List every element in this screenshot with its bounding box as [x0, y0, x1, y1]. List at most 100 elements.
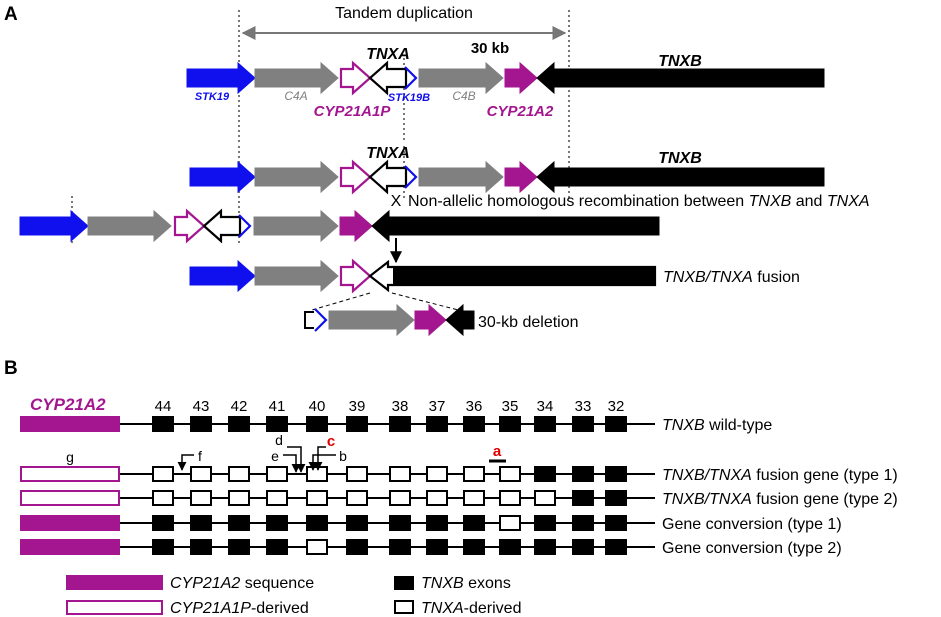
- cyp21a2-block: [20, 539, 120, 555]
- tnxb-exon: [306, 416, 328, 432]
- tnxb-exon: [499, 416, 521, 432]
- cyp21a1p-arrow: [339, 60, 372, 96]
- marker-f: f: [198, 448, 202, 464]
- cyp21a1p-arrow: [339, 258, 372, 294]
- tnxa-exon: [228, 490, 250, 506]
- tnxa-label: TNXA: [366, 46, 410, 63]
- tnxb-exon: [572, 416, 594, 432]
- stk19-arrow: [189, 259, 256, 293]
- tnxb-exon: [572, 466, 594, 482]
- tnxb-exon: [266, 416, 288, 432]
- cyp21a2-arrow: [414, 303, 447, 337]
- legend-label: TNXA-derived: [421, 600, 521, 617]
- exon-row: Gene conversion (type 1): [20, 515, 842, 533]
- tnxb-exon: [190, 539, 212, 555]
- tnxb-exon: [228, 539, 250, 555]
- tnxa-fragment: [304, 311, 314, 329]
- exon-number: 42: [231, 398, 248, 415]
- tnxa-exon: [152, 490, 174, 506]
- tnxb-exon: [463, 416, 485, 432]
- marker-a: a: [493, 443, 502, 460]
- c4b-arrow: [253, 209, 339, 243]
- legend-label: CYP21A1P-derived: [170, 600, 309, 617]
- cyp21a1p-block: [20, 490, 120, 506]
- exon-row: Gene conversion (type 2): [20, 539, 842, 557]
- tnxb-exon: [534, 539, 556, 555]
- marker-d-arrow: [287, 446, 306, 473]
- cyp21a2-arrow: [339, 209, 373, 243]
- tnxb-arrow: [536, 61, 825, 95]
- legend-swatch-cyp21a2: [66, 575, 163, 590]
- exon-number: 37: [429, 398, 446, 415]
- tnxa-exon: [266, 466, 288, 482]
- cyp21a1p-arrow: [173, 208, 206, 244]
- tnxa-exon: [190, 466, 212, 482]
- tnxb-label: TNXB: [658, 150, 702, 167]
- tnxa-exon: [266, 490, 288, 506]
- tnxb-exon: [605, 466, 627, 482]
- marker-f-arrow: [177, 454, 194, 471]
- tnxa-exon: [190, 490, 212, 506]
- tnxa-exon: [499, 466, 521, 482]
- c4a-arrow: [254, 259, 339, 293]
- size-30kb-label: 30 kb: [471, 40, 509, 57]
- c4a-arrow: [87, 209, 172, 243]
- exon-number: 36: [466, 398, 483, 415]
- marker-c: c: [327, 433, 335, 450]
- stk19b-label: STK19B: [388, 92, 430, 104]
- legend-swatch-cyp21a1p: [66, 600, 163, 615]
- haplotype-lower: [19, 208, 660, 244]
- tnxb-exon: [499, 539, 521, 555]
- c4b-arrow: [418, 61, 504, 95]
- c4b-arrow: [418, 160, 504, 194]
- cyp21a2-block: [20, 515, 120, 531]
- tnxb-exon: [534, 515, 556, 531]
- tnxa-exon: [306, 466, 328, 482]
- exon-row: TNXB/TNXA fusion gene (type 2): [20, 490, 898, 508]
- tnxb-arrow: [371, 209, 660, 243]
- legend-swatch-tnxa: [394, 600, 414, 614]
- tnxb-exon: [152, 515, 174, 531]
- deletion-guide-line: [391, 292, 467, 313]
- crossover-mark: X: [391, 193, 402, 210]
- marker-b: b: [339, 448, 347, 464]
- tnxb-exon: [306, 515, 328, 531]
- tnxa-exon: [306, 490, 328, 506]
- tnxb-exon: [426, 515, 448, 531]
- marker-g: g: [66, 449, 74, 465]
- tnxb-exon: [266, 515, 288, 531]
- tandem-duplication-label: Tandem duplication: [335, 5, 473, 22]
- tnxa-arrow: [202, 208, 242, 244]
- tnxb-exon: [389, 515, 411, 531]
- deletion-label: 30-kb deletion: [478, 314, 579, 331]
- tnxb-exon: [572, 539, 594, 555]
- cyp21a1p-block: [20, 466, 120, 482]
- tnxa-exon: [346, 490, 368, 506]
- fusion-label: TNXB/TNXA fusion: [663, 269, 800, 286]
- stk19b-arrow: [238, 214, 252, 238]
- stk19-label: STK19: [195, 91, 230, 103]
- tnxb-exon: [152, 539, 174, 555]
- marker-b-arrow: [308, 454, 336, 471]
- exon-number: 32: [608, 398, 625, 415]
- tnxa-label: TNXA: [366, 145, 410, 162]
- exon-number: 35: [502, 398, 519, 415]
- tnxb-exon: [389, 416, 411, 432]
- row-label: TNXB wild-type: [662, 417, 772, 434]
- tnxb-exon: [605, 490, 627, 506]
- tnxa-arrow: [368, 159, 408, 195]
- tnxa-arrow: [368, 60, 408, 96]
- tnxb-exon: [190, 515, 212, 531]
- stk19b-arrow: [404, 66, 418, 90]
- row-label: Gene conversion (type 2): [662, 540, 842, 557]
- tnxb-arrow: [445, 303, 475, 337]
- tnxb-exon: [389, 539, 411, 555]
- exon-number: 39: [349, 398, 366, 415]
- tnxb-label: TNXB: [658, 53, 702, 70]
- tnxa-exon: [306, 539, 328, 555]
- legend: CYP21A2 sequence CYP21A1P-derived TNXB e…: [66, 575, 521, 617]
- legend-swatch-tnxb: [394, 576, 414, 590]
- stk19-arrow: [19, 209, 89, 243]
- legend-label: CYP21A2 sequence: [170, 575, 314, 592]
